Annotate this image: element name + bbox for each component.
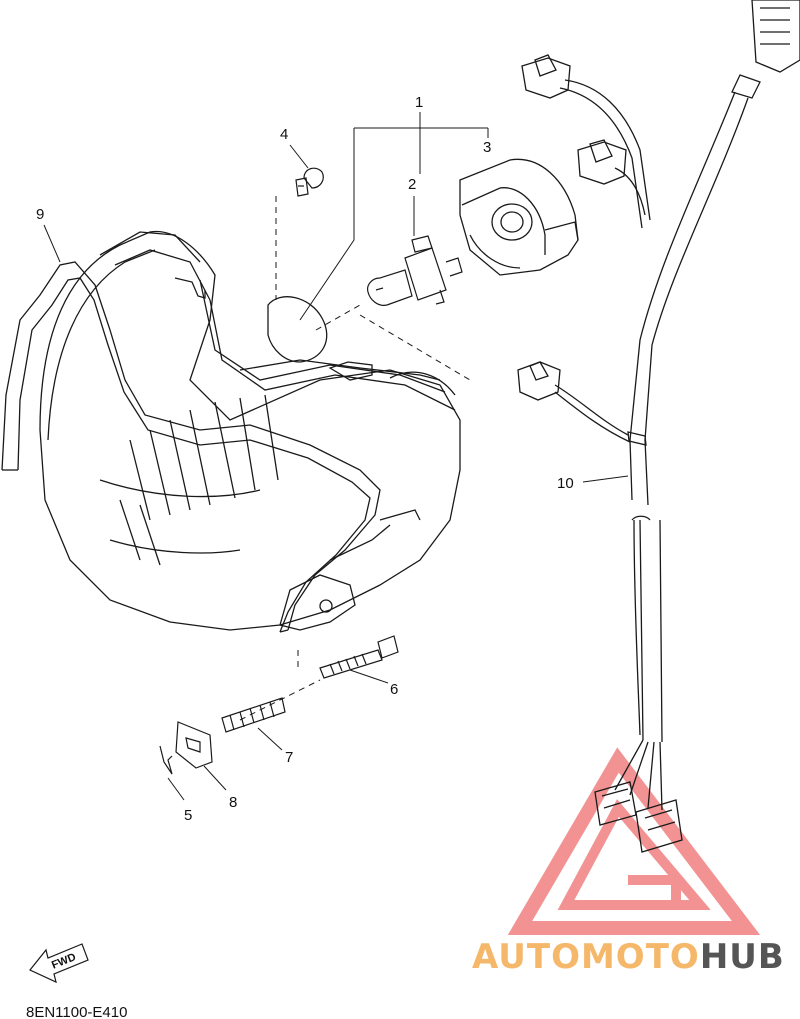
trim-strip bbox=[1, 261, 381, 633]
headlight-assembly bbox=[39, 230, 461, 631]
watermark-logo-triangle bbox=[507, 747, 761, 935]
callout-2: 2 bbox=[408, 176, 416, 193]
callout-4: 4 bbox=[280, 126, 288, 143]
bulb-clip bbox=[295, 167, 324, 197]
fasteners bbox=[159, 635, 399, 775]
reference-code: 8EN1100-E410 bbox=[26, 1004, 127, 1019]
callout-3: 3 bbox=[483, 139, 491, 156]
wire-harness bbox=[517, 0, 800, 853]
callout-9: 9 bbox=[36, 206, 44, 223]
callout-5: 5 bbox=[184, 807, 192, 824]
callout-7: 7 bbox=[285, 749, 293, 766]
svg-text:AUTOMOTOHUB: AUTOMOTOHUB bbox=[472, 937, 785, 977]
callout-1: 1 bbox=[415, 94, 423, 111]
brand-part2: HUB bbox=[700, 937, 785, 977]
leader-lines bbox=[43, 112, 629, 801]
bulb bbox=[367, 235, 463, 306]
watermark-brand: AUTOMOTOHUB bbox=[472, 937, 785, 977]
brand-part1: AUTOMOTO bbox=[472, 937, 700, 977]
socket-cover bbox=[459, 158, 579, 276]
callout-8: 8 bbox=[229, 794, 237, 811]
fwd-arrow-icon: FWD bbox=[29, 943, 89, 984]
callout-10: 10 bbox=[557, 475, 574, 492]
callout-6: 6 bbox=[390, 681, 398, 698]
